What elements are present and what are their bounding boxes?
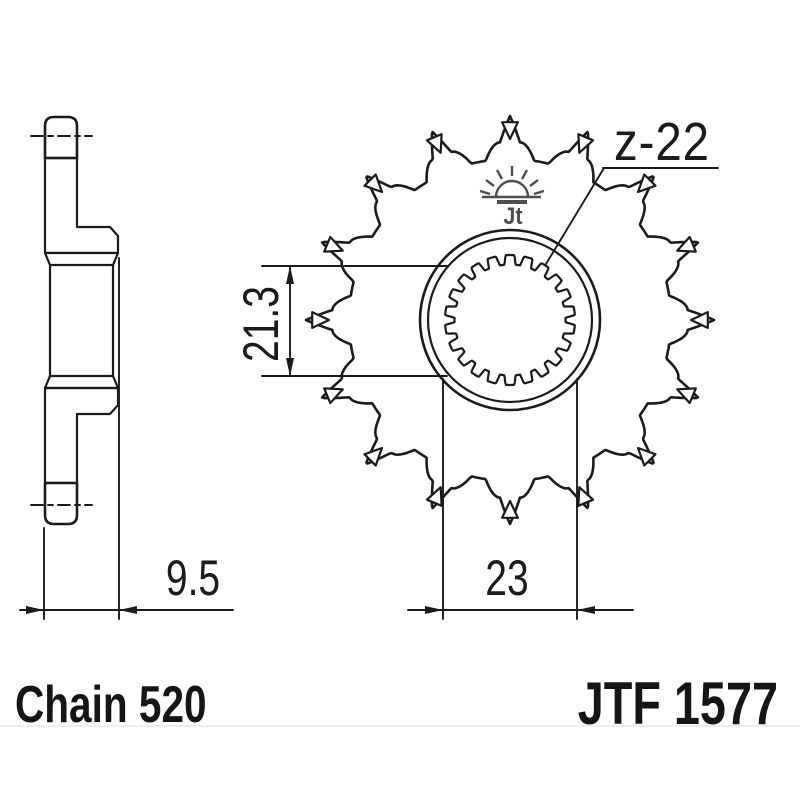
chain-size-label: Chain 520: [15, 675, 207, 733]
bore-chamfer-circle: [426, 236, 594, 404]
side-upper-chamfer: [43, 251, 120, 267]
sprocket-outline: [304, 114, 716, 526]
teeth-count-callout: z-22: [545, 111, 719, 265]
part-number-label: JTF 1577: [578, 670, 778, 737]
spline-bore-outline: [444, 253, 576, 387]
side-view-section: [30, 115, 120, 526]
bore-arrow-left: [425, 606, 443, 614]
width-arrow-left: [26, 606, 44, 614]
sunrise-icon: [479, 166, 545, 204]
bore-dim-value: 23: [485, 549, 528, 606]
tooth-tip-marks: [311, 121, 709, 519]
span-arrow-down: [286, 358, 294, 376]
jt-monogram: Jt: [503, 202, 523, 229]
dimension-span-21-3: 21.3: [232, 265, 449, 377]
front-view: [304, 114, 716, 526]
span-arrow-up: [286, 266, 294, 284]
teeth-count-label: z-22: [614, 111, 710, 172]
dimension-width-9-5: 9.5: [19, 257, 234, 620]
side-upper-hatched-section: [43, 156, 120, 255]
bore-arrow-right: [577, 606, 595, 614]
dimension-bore-23: 23: [407, 378, 634, 620]
side-lower-hatched-section: [43, 386, 120, 485]
side-lower-tooth: [43, 481, 79, 526]
span-dim-value: 21.3: [232, 286, 289, 362]
jt-logo: Jt: [479, 166, 545, 229]
side-lower-chamfer: [43, 374, 120, 390]
width-dim-value: 9.5: [166, 549, 220, 606]
bore-outer-circle: [418, 228, 602, 412]
width-arrow-right: [119, 606, 137, 614]
side-upper-tooth: [43, 115, 79, 160]
teeth-count-leader-line: [545, 167, 605, 265]
